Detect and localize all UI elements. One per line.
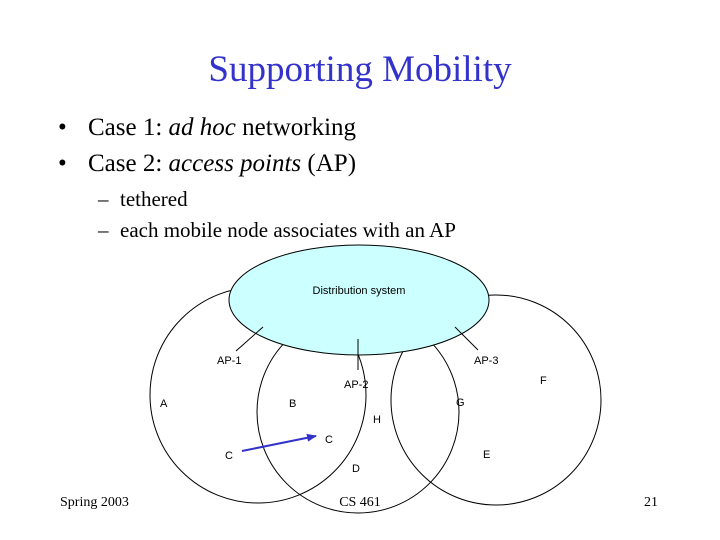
bullet-case-2-emphasis: access points — [168, 150, 302, 177]
ap-2-label: AP-2 — [344, 379, 368, 391]
ap-3-label: AP-3 — [474, 355, 498, 367]
sub-bullet-tethered-text: tethered — [120, 187, 188, 211]
node-c-end-label: C — [325, 434, 333, 446]
sub-bullet-associates-text: each mobile node associates with an AP — [120, 218, 456, 242]
node-d-label: D — [352, 463, 360, 475]
ap-1-label: AP-1 — [217, 355, 241, 367]
sub-bullet-tethered: –tethered — [98, 186, 188, 212]
bullet-case-2: • Case 2: access points (AP) — [58, 149, 356, 179]
slide-title: Supporting Mobility — [208, 49, 512, 90]
mobility-arrow — [241, 433, 317, 452]
node-a-label: A — [160, 398, 168, 410]
dash-symbol: – — [98, 218, 109, 242]
distribution-system-label: Distribution system — [313, 285, 406, 297]
ap-3-coverage-circle — [390, 294, 602, 506]
node-f-label: F — [540, 375, 547, 387]
bullet-case-1: • Case 1: ad hoc networking — [58, 113, 356, 143]
bullet-case-1-suffix: networking — [235, 114, 357, 141]
footer-page-number: 21 — [644, 495, 658, 510]
bullet-case-2-suffix: (AP) — [301, 150, 357, 177]
node-h-label: H — [373, 414, 381, 426]
dash-symbol: – — [98, 187, 109, 211]
ap-3-tether-line — [454, 326, 479, 351]
sub-bullet-associates: –each mobile node associates with an AP — [98, 217, 456, 243]
bullet-case-2-prefix: Case 2: — [88, 150, 169, 177]
ap-1-tether-line — [235, 326, 264, 352]
distribution-system-ellipse — [228, 244, 490, 356]
footer-date: Spring 2003 — [60, 495, 129, 510]
bullet-case-1-prefix: Case 1: — [88, 114, 169, 141]
node-c-start-label: C — [225, 450, 233, 462]
node-g-label: G — [456, 397, 465, 409]
bullet-symbol: • — [58, 150, 67, 177]
bullet-case-1-emphasis: ad hoc — [168, 114, 236, 141]
footer-course: CS 461 — [339, 495, 381, 510]
node-e-label: E — [483, 449, 490, 461]
node-b-label: B — [289, 398, 296, 410]
bullet-symbol: • — [58, 114, 67, 141]
